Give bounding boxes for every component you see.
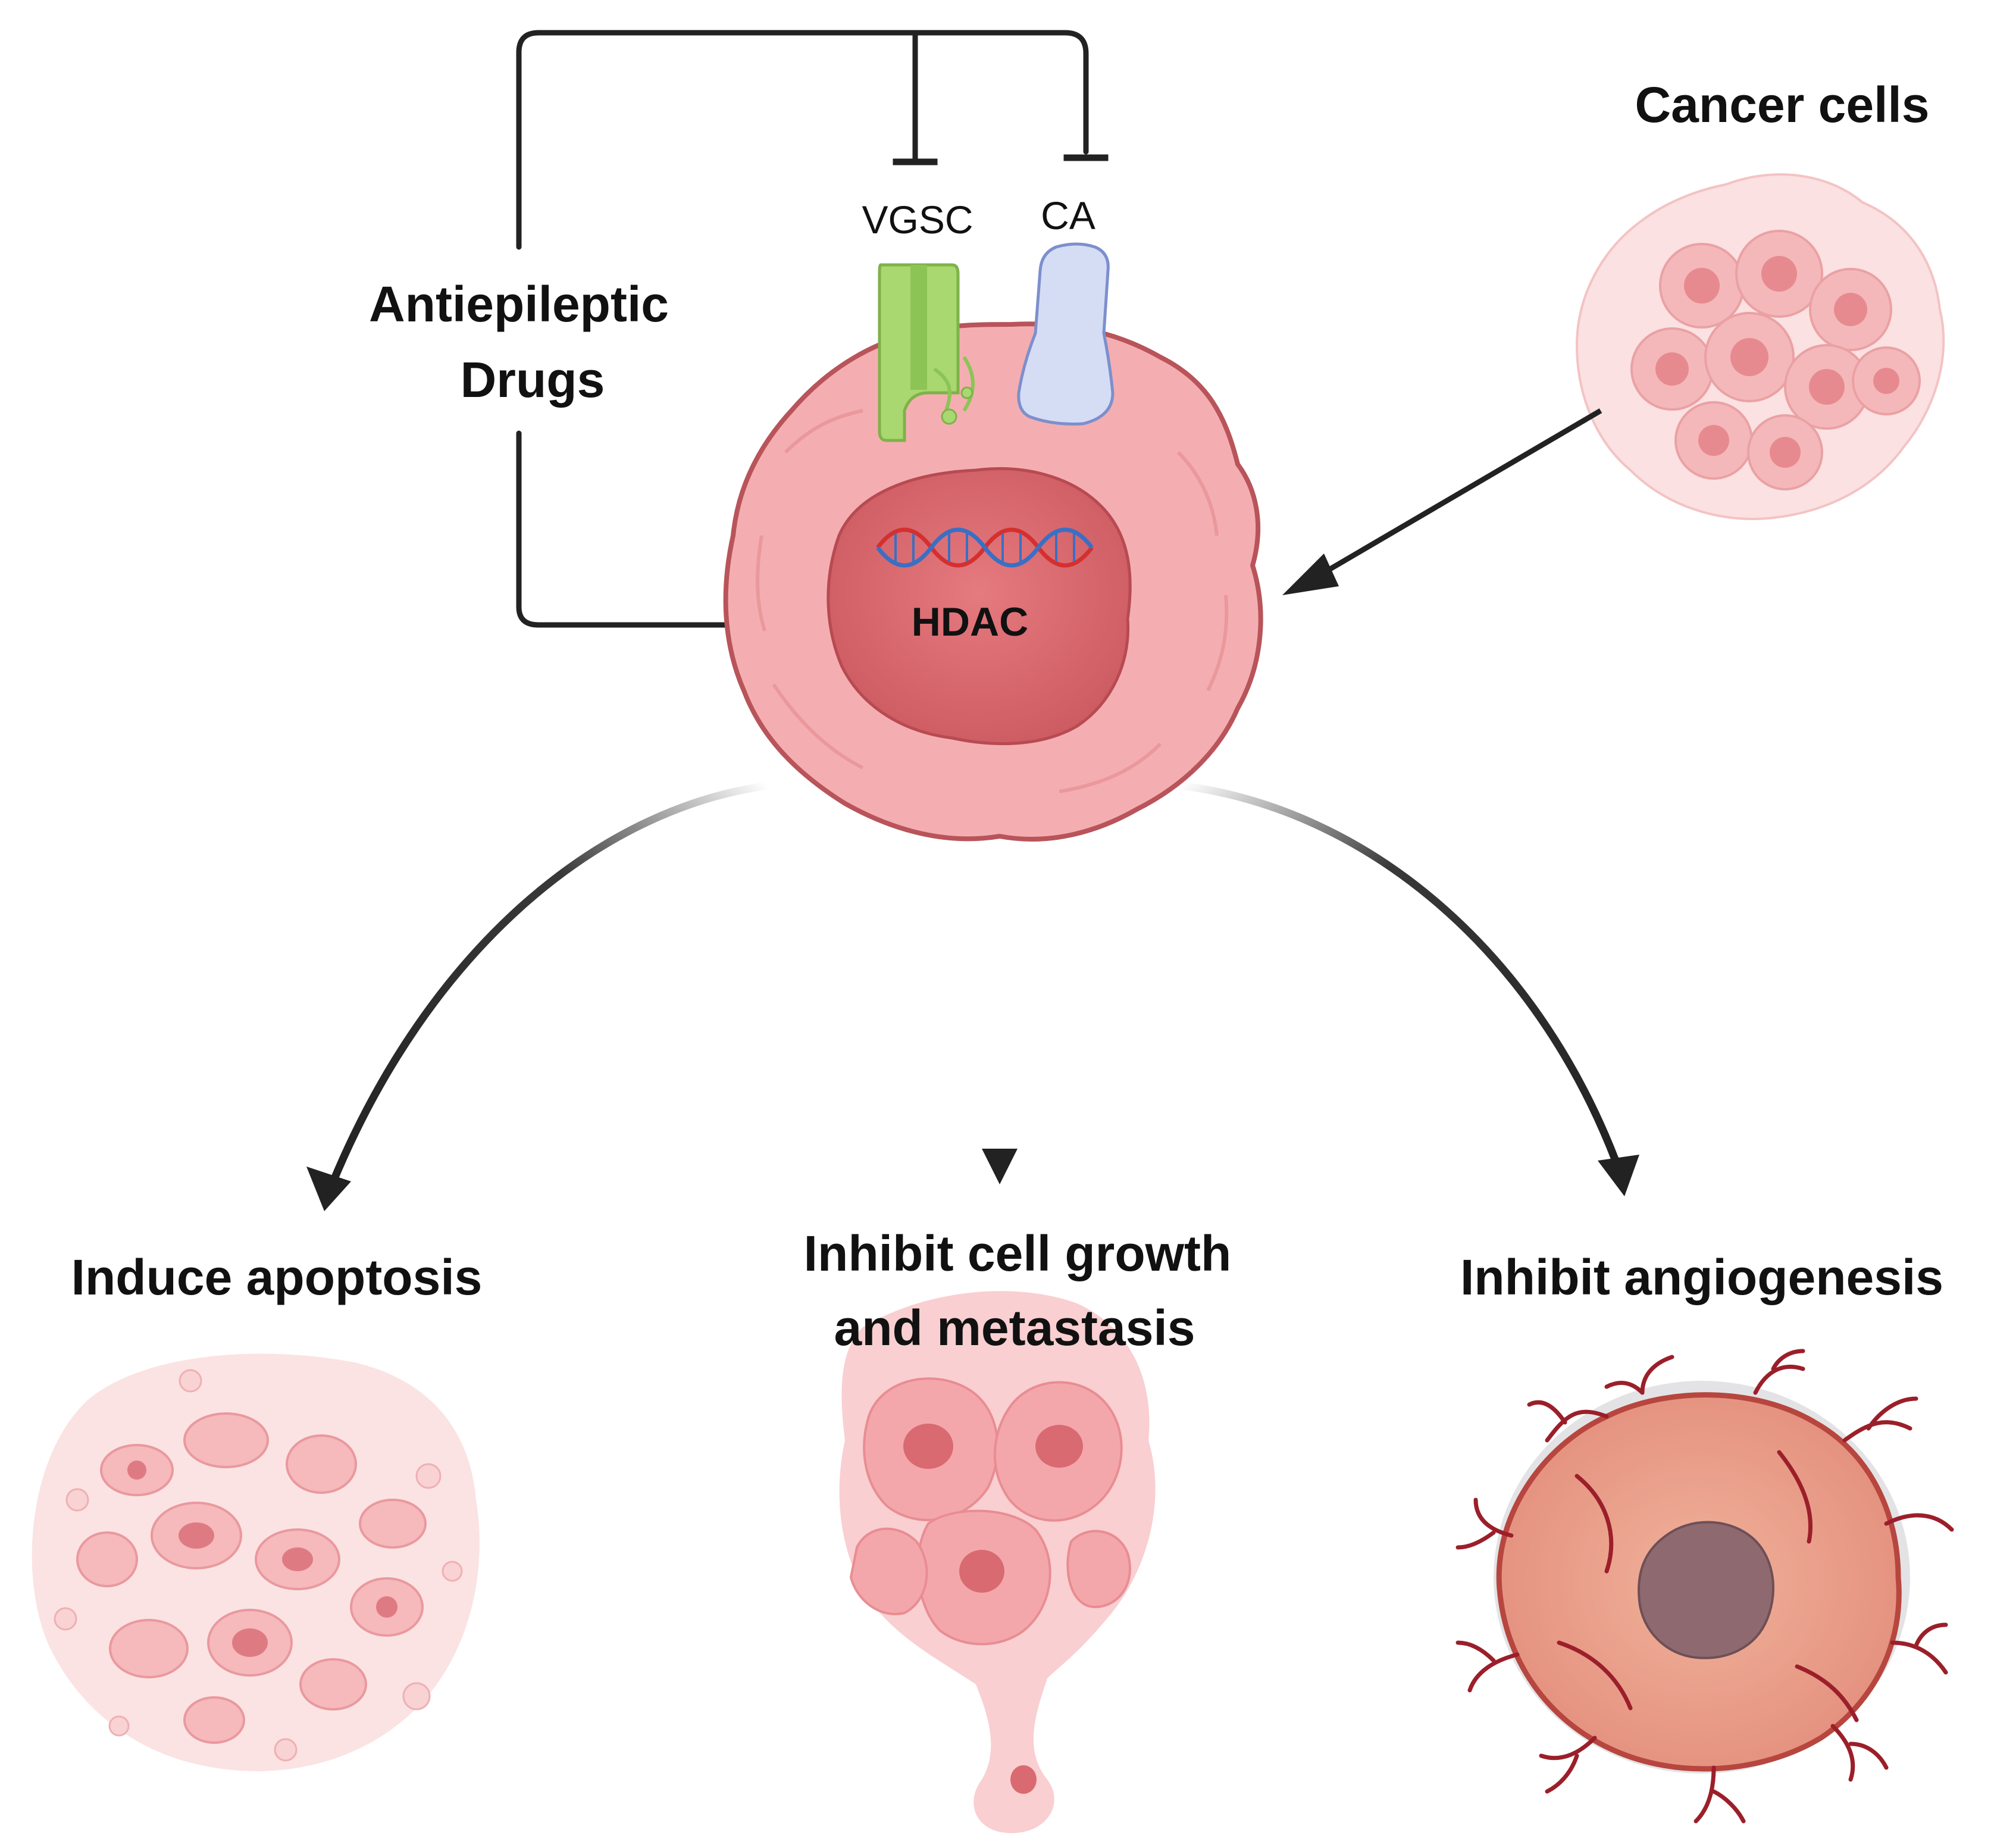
ca-label: CA <box>1041 193 1095 237</box>
drug-inhibition-lines <box>516 30 1089 628</box>
cancer-cells-cluster <box>1575 173 1945 520</box>
apoptosis-cells <box>32 1353 480 1771</box>
angiogenesis-label: Inhibit angiogenesis <box>1460 1249 1943 1305</box>
ca-protein <box>1017 242 1115 426</box>
angiogenesis-tumor <box>1455 1349 1954 1824</box>
hdac-inhibition-line <box>516 430 881 628</box>
arrow-angiogenesis <box>1177 781 1620 1165</box>
vgsc-channel <box>878 263 975 442</box>
vgsc-label: VGSC <box>862 198 973 242</box>
outcome-arrows <box>306 781 1639 1211</box>
drug-label-line2: Drugs <box>461 352 605 408</box>
drug-label-line1: Antiepileptic <box>369 276 669 332</box>
metastasis-cells <box>839 1291 1156 1833</box>
growth-label-line2: and metastasis <box>834 1300 1195 1356</box>
growth-label-line1: Inhibit cell growth <box>804 1225 1232 1281</box>
dna-helix-icon <box>876 527 1094 568</box>
main-cancer-cell <box>723 242 1263 842</box>
arrow-apoptosis <box>329 781 772 1186</box>
blood-vessels <box>1455 1349 1954 1824</box>
bracket-top-line <box>516 30 1089 250</box>
cancer-cells-label: Cancer cells <box>1635 77 1930 133</box>
apoptosis-label: Induce apoptosis <box>71 1249 483 1305</box>
cell-cytoplasm-texture <box>756 409 1229 793</box>
hdac-label: HDAC <box>912 599 1028 645</box>
nucleus <box>827 467 1132 746</box>
source-arrow <box>1282 408 1602 595</box>
